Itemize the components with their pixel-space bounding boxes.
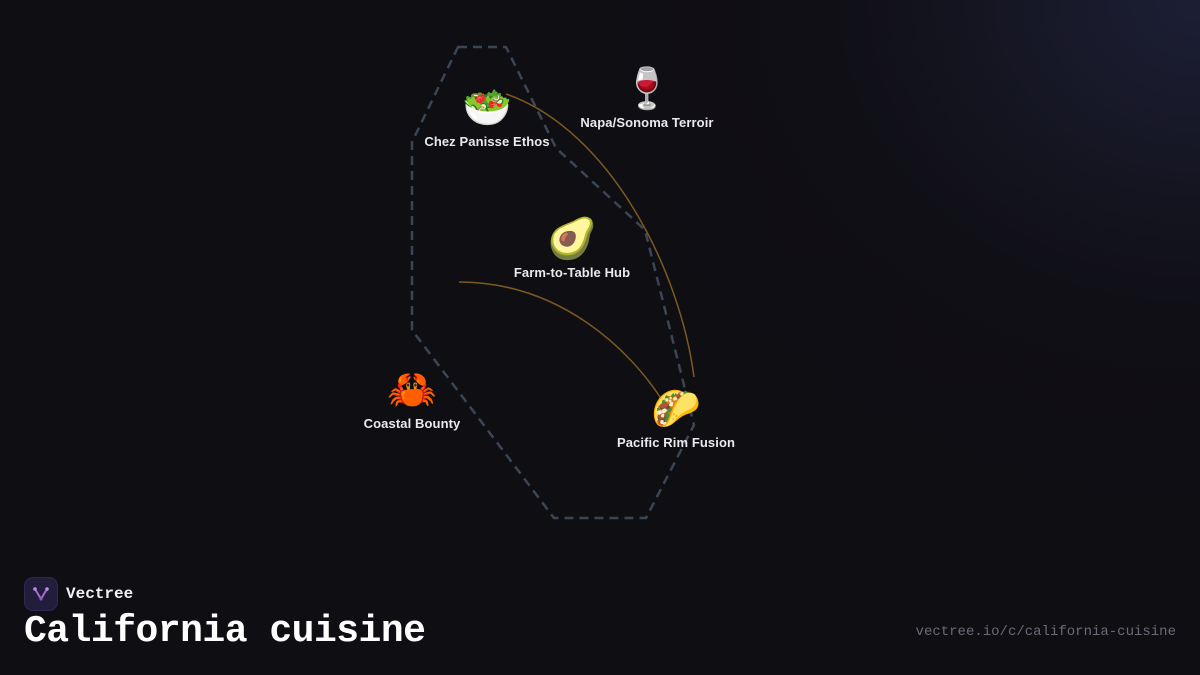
node-chez-panisse-ethos[interactable]: 🥗 Chez Panisse Ethos <box>424 84 549 149</box>
wine-glass-icon: 🍷 <box>622 66 672 112</box>
node-label: Napa/Sonoma Terroir <box>580 115 714 130</box>
crab-icon: 🦀 <box>387 367 437 413</box>
page-url[interactable]: vectree.io/c/california-cuisine <box>915 624 1176 640</box>
node-label: Pacific Rim Fusion <box>616 435 736 450</box>
connection-chez-panisse-to-pacific-rim <box>505 93 695 378</box>
node-napa-sonoma-terroir[interactable]: 🍷 Napa/Sonoma Terroir <box>580 65 713 130</box>
brand-name: Vectree <box>66 585 134 603</box>
node-label: Coastal Bounty <box>363 416 461 431</box>
node-pacific-rim-fusion[interactable]: 🌮 Pacific Rim Fusion <box>617 385 735 450</box>
node-farm-to-table-hub[interactable]: 🥑 Farm-to-Table Hub <box>514 215 630 280</box>
page-title: California cuisine <box>24 610 426 653</box>
taco-icon: 🌮 <box>651 386 701 432</box>
cluster-region-outline <box>410 45 696 520</box>
salad-icon: 🥗 <box>462 85 512 131</box>
connection-farm-to-table-to-pacific-rim <box>458 281 663 401</box>
avocado-icon: 🥑 <box>547 216 597 262</box>
vectree-logo-icon <box>24 577 58 611</box>
node-coastal-bounty[interactable]: 🦀 Coastal Bounty <box>364 366 461 431</box>
node-label: Chez Panisse Ethos <box>424 134 550 149</box>
node-label: Farm-to-Table Hub <box>513 265 631 280</box>
brand[interactable]: Vectree <box>24 577 133 611</box>
